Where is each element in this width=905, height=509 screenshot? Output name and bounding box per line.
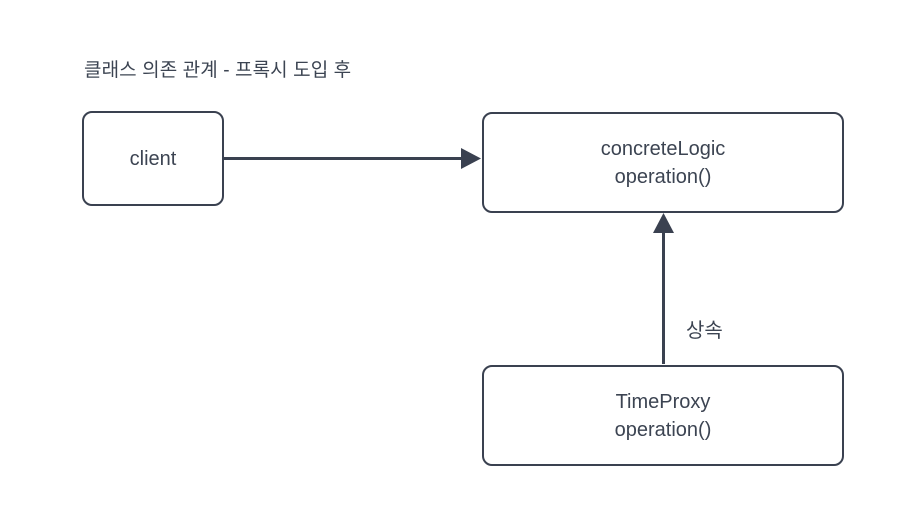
node-client[interactable]: client (82, 111, 224, 206)
node-time-proxy[interactable]: TimeProxy operation() (482, 365, 844, 466)
edge-time-proxy-to-concrete-logic (653, 213, 674, 364)
node-time-proxy-label-line2: operation() (614, 418, 712, 441)
edge-client-to-concrete-logic (224, 148, 481, 169)
edge-label-inheritance: 상속 (686, 320, 723, 342)
node-time-proxy-label-line1: TimeProxy (615, 390, 711, 413)
node-client-label-line1: client (129, 147, 177, 170)
arrowhead-icon-up (653, 213, 674, 233)
arrowhead-icon-right (461, 148, 481, 169)
node-concrete-logic[interactable]: concreteLogic operation() (482, 112, 844, 213)
page-title: 클래스 의존 관계 - 프록시 도입 후 (84, 60, 352, 81)
node-concrete-logic-label-line1: concreteLogic (600, 137, 726, 160)
node-concrete-logic-label-line2: operation() (614, 165, 712, 188)
